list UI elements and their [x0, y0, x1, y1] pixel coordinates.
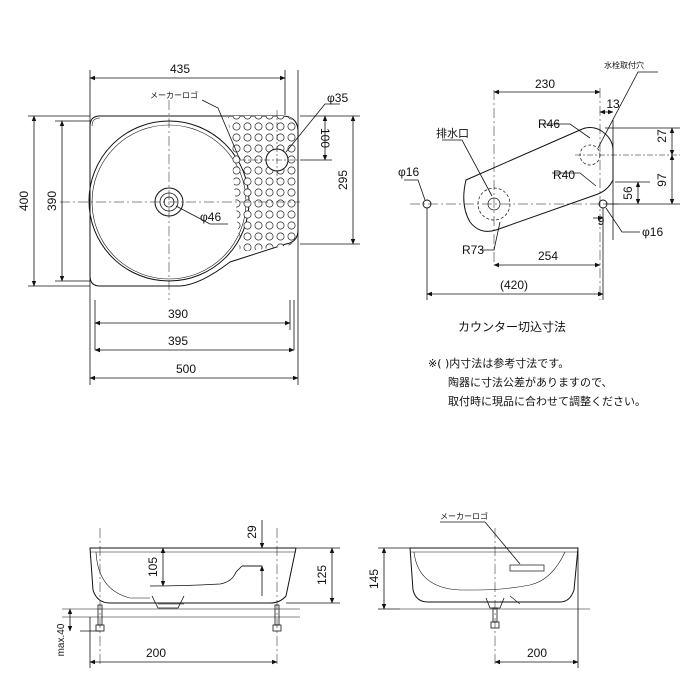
side-basin	[409, 547, 579, 603]
dim-97: 97	[655, 173, 669, 187]
perforated-platform	[228, 116, 298, 252]
front-basin	[89, 547, 297, 604]
dim-r40: R40	[553, 168, 575, 182]
dim-phi46: φ46	[200, 210, 221, 224]
dim-390-horizontal: 390	[168, 307, 188, 321]
dim-395: 395	[168, 334, 188, 348]
side-maker-logo-plate	[509, 564, 545, 572]
dim-phi16-left: φ16	[398, 165, 419, 179]
faucet-hole-label: 水栓取付穴	[604, 60, 644, 70]
dim-phi35: φ35	[327, 91, 348, 105]
top-maker-logo-label: メーカーロゴ	[150, 90, 198, 100]
front-section-view	[62, 520, 340, 668]
note-line-2: 陶器に寸法公差がありますので、	[448, 375, 613, 389]
dim-27: 27	[655, 129, 669, 143]
dim-125: 125	[315, 565, 329, 585]
dim-max40: max.40	[56, 623, 67, 656]
dim-500: 500	[176, 362, 196, 376]
dim-100: 100	[318, 128, 332, 148]
dim-56: 56	[621, 186, 635, 200]
dim-r46: R46	[538, 117, 560, 131]
dim-200-front: 200	[146, 646, 166, 660]
dim-420: (420)	[500, 278, 528, 292]
dim-390-vertical: 390	[45, 191, 59, 211]
dim-400: 400	[17, 191, 31, 211]
dim-9: 9	[598, 214, 605, 228]
dim-435: 435	[170, 62, 190, 76]
dim-r73: R73	[462, 243, 484, 257]
dim-230: 230	[535, 77, 555, 91]
cutout-title: カウンター切込寸法	[458, 320, 566, 334]
drain-label: 排水口	[436, 126, 469, 140]
note-line-1: ※( )内寸法は参考寸法です。	[428, 356, 569, 370]
side-section-view	[378, 521, 590, 668]
dim-295: 295	[336, 170, 350, 190]
dim-phi16-right: φ16	[642, 225, 663, 239]
top-plan-view	[28, 70, 360, 385]
dim-145: 145	[367, 569, 381, 589]
counter-cutout-view	[404, 71, 680, 300]
side-maker-logo-label: メーカーロゴ	[440, 511, 488, 521]
dim-13: 13	[606, 97, 620, 111]
dim-200-side: 200	[527, 646, 547, 660]
dim-105: 105	[146, 557, 160, 577]
dim-29: 29	[245, 525, 259, 539]
note-line-3: 取付時に現品に合わせて調整ください。	[448, 394, 646, 408]
dim-254: 254	[538, 249, 558, 263]
cutout-outline	[463, 127, 614, 232]
